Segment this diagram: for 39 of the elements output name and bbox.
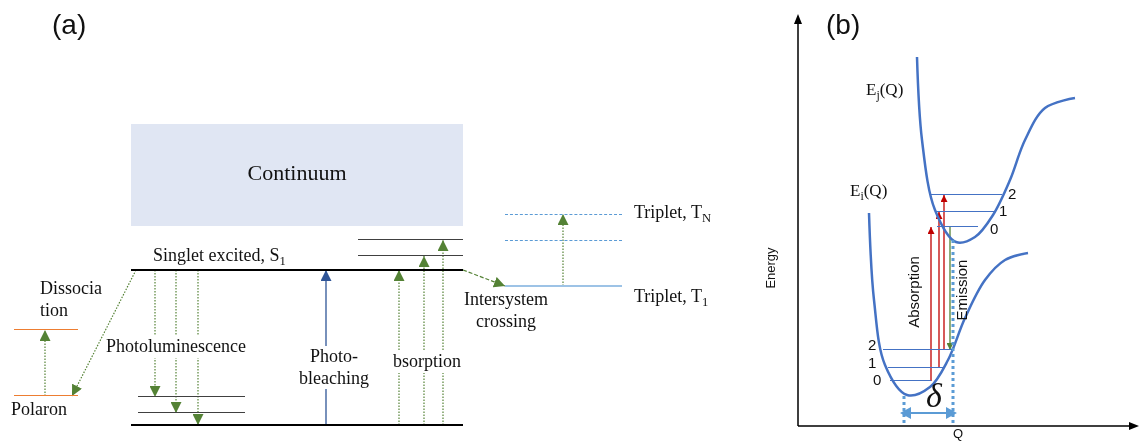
level-number: 0 bbox=[873, 371, 882, 390]
level-number: 2 bbox=[1008, 185, 1017, 204]
level-label: Triplet, T$_{N}$ bbox=[634, 201, 712, 224]
axis-label: Q bbox=[952, 426, 964, 442]
curve-label: E$_{i}$(Q) bbox=[850, 181, 888, 202]
energy-level-line bbox=[138, 396, 245, 398]
transition-arrow bbox=[192, 269, 204, 426]
level-label: Singlet excited, S$_{1}$ bbox=[153, 244, 286, 267]
transition-arrow bbox=[149, 269, 161, 398]
level-number: 1 bbox=[868, 354, 877, 373]
transition-arrow bbox=[462, 269, 506, 288]
band-label: Continuum bbox=[246, 160, 348, 187]
panel-label: (a) bbox=[52, 8, 87, 42]
transition-label: Emission bbox=[953, 259, 971, 321]
displacement-symbol: δ bbox=[926, 375, 942, 416]
energy-level-line bbox=[358, 255, 463, 257]
energy-level-line bbox=[131, 423, 463, 427]
continuum-band bbox=[131, 124, 463, 226]
level-number: 0 bbox=[990, 220, 999, 239]
curve-label: E$_{j}$(Q) bbox=[866, 80, 904, 101]
panel-label: (b) bbox=[826, 8, 861, 42]
energy-level-line bbox=[138, 412, 245, 414]
process-label: bsorption bbox=[391, 351, 463, 373]
transition-arrow bbox=[946, 226, 954, 351]
axis-label: Energy bbox=[763, 247, 779, 289]
level-label: Triplet, T$_{1}$ bbox=[634, 286, 709, 308]
process-label: Dissocia tion bbox=[40, 278, 103, 322]
energy-level-line bbox=[14, 329, 78, 331]
energy-level-line bbox=[358, 239, 463, 241]
energy-level-line bbox=[505, 239, 622, 241]
transition-arrow bbox=[170, 269, 182, 414]
level-label: Polaron bbox=[11, 399, 67, 421]
process-label: Photoluminescence bbox=[104, 336, 248, 358]
level-number: 1 bbox=[999, 202, 1008, 221]
transition-arrow bbox=[940, 194, 948, 351]
level-number: 2 bbox=[868, 336, 877, 355]
transition-arrow bbox=[927, 226, 935, 382]
transition-label: Absorption bbox=[905, 256, 923, 328]
transition-arrow bbox=[935, 211, 943, 369]
